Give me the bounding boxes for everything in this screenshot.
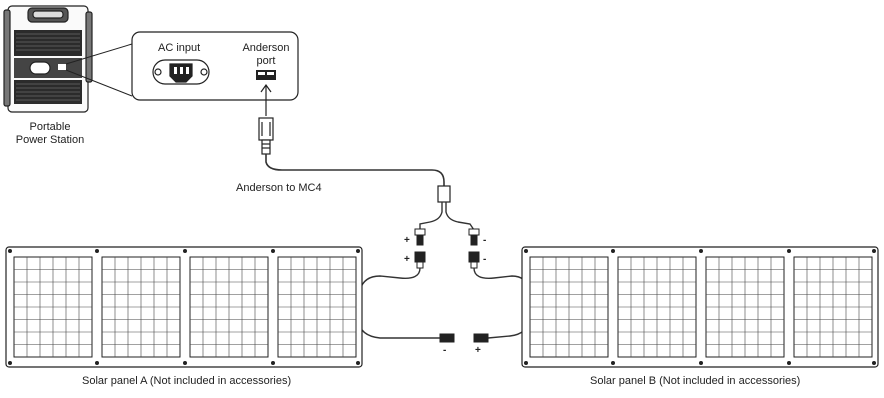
main-cable <box>265 154 445 188</box>
grommet <box>95 361 99 365</box>
port-callout-box <box>131 31 299 101</box>
grommet <box>611 249 615 253</box>
mc4-connectors-top <box>414 228 480 246</box>
ac-socket-icon <box>152 59 210 85</box>
anderson-port-label-line1: Anderson <box>242 42 290 54</box>
anderson-port-label-line2: port <box>256 55 276 67</box>
anderson-port-label: Anderson port <box>236 42 296 68</box>
anderson-port-icon <box>256 70 276 80</box>
grommet <box>787 249 791 253</box>
ac-input-label: AC input <box>158 42 201 54</box>
station-label-line2: Power Station <box>15 134 85 146</box>
grommet <box>183 361 187 365</box>
grommet <box>872 249 876 253</box>
connector-sign-left-top: + <box>404 235 410 246</box>
grommet <box>699 249 703 253</box>
solar-cell <box>529 256 609 358</box>
y-splitter <box>419 185 475 231</box>
grommet <box>183 249 187 253</box>
connector-sign-right-bottom: - <box>483 254 487 265</box>
panel-a-lead-sign: - <box>443 345 447 356</box>
grommet <box>95 249 99 253</box>
solar-cell <box>617 256 697 358</box>
solar-cell <box>13 256 93 358</box>
port-arrow <box>260 83 272 116</box>
grommet <box>787 361 791 365</box>
station-label-line1: Portable <box>29 121 71 133</box>
connector-sign-right-top: - <box>483 235 487 246</box>
grommet <box>872 361 876 365</box>
solar-panel-b <box>521 246 879 368</box>
callout-lines <box>65 43 133 97</box>
grommet <box>8 361 12 365</box>
solar-cell <box>189 256 269 358</box>
solar-cell <box>793 256 873 358</box>
grommet <box>699 361 703 365</box>
grommet <box>356 361 360 365</box>
grommet <box>356 249 360 253</box>
grommet <box>271 249 275 253</box>
solar-cell <box>277 256 357 358</box>
solar-panel-a <box>5 246 363 368</box>
connector-sign-left-bottom: + <box>404 254 410 265</box>
station-label: Portable Power Station <box>10 121 90 147</box>
grommet <box>524 249 528 253</box>
panel-leads <box>357 267 531 339</box>
grommet <box>611 361 615 365</box>
grommet <box>8 249 12 253</box>
panel-b-lead-sign: + <box>475 345 481 356</box>
mc4-connectors-bottom <box>414 251 480 269</box>
solar-cell <box>705 256 785 358</box>
grommet <box>524 361 528 365</box>
solar-panel-a-caption: Solar panel A (Not included in accessori… <box>82 375 292 387</box>
solar-cell <box>101 256 181 358</box>
panel-frame <box>521 246 879 368</box>
solar-panel-b-caption: Solar panel B (Not included in accessori… <box>590 375 801 387</box>
panel-junctions <box>351 289 536 343</box>
power-station <box>3 5 93 113</box>
grommet <box>271 361 275 365</box>
cable-label: Anderson to MC4 <box>236 182 322 194</box>
anderson-plug <box>258 117 274 155</box>
panel-frame <box>5 246 363 368</box>
